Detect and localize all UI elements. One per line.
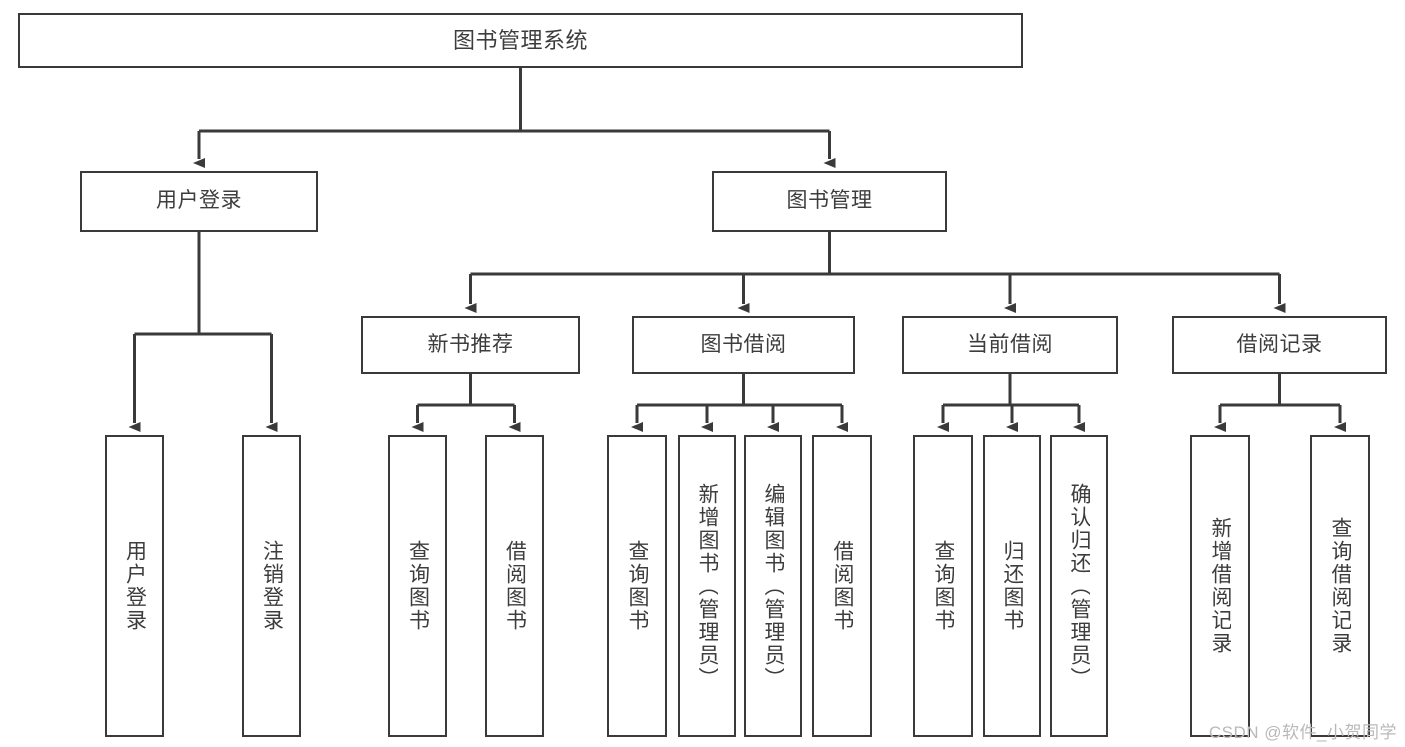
node-root[interactable]: 图书管理系统: [18, 13, 1023, 68]
node-label: 新增借阅记录: [1209, 517, 1232, 655]
node-book-mgmt[interactable]: 图书管理: [712, 171, 947, 232]
node-label: 借阅记录: [1236, 332, 1323, 356]
node-leaf-add-rec[interactable]: 新增借阅记录: [1190, 435, 1250, 737]
node-leaf-borrow-2[interactable]: 借阅图书: [812, 435, 872, 737]
node-label: 借阅图书: [503, 540, 526, 632]
node-label: 注销登录: [260, 540, 283, 632]
node-current-borrow[interactable]: 当前借阅: [902, 316, 1118, 374]
node-label: 图书管理系统: [452, 27, 588, 53]
node-label: 编辑图书（管理员）: [762, 482, 785, 690]
node-leaf-add-book[interactable]: 新增图书（管理员）: [678, 435, 736, 737]
node-book-borrow[interactable]: 图书借阅: [632, 316, 855, 374]
watermark-text: CSDN @软件_小贺同学: [1208, 723, 1397, 742]
node-leaf-edit-book[interactable]: 编辑图书（管理员）: [744, 435, 802, 737]
node-label: 新增图书（管理员）: [696, 482, 719, 690]
node-new-book-rec[interactable]: 新书推荐: [361, 316, 580, 374]
node-label: 图书管理: [786, 189, 873, 213]
node-label: 查询借阅记录: [1329, 517, 1352, 655]
node-label: 用户登录: [123, 540, 146, 632]
node-borrow-record[interactable]: 借阅记录: [1172, 316, 1387, 374]
node-label: 确认归还（管理员）: [1068, 482, 1091, 690]
node-label: 新书推荐: [427, 332, 514, 356]
node-user-login[interactable]: 用户登录: [80, 171, 318, 232]
node-leaf-return[interactable]: 归还图书: [983, 435, 1041, 737]
node-label: 图书借阅: [700, 332, 787, 356]
node-label: 用户登录: [156, 189, 242, 213]
node-label: 当前借阅: [967, 332, 1053, 356]
node-leaf-query-2[interactable]: 查询图书: [607, 435, 667, 737]
node-label: 借阅图书: [831, 540, 854, 632]
node-label: 查询图书: [626, 540, 649, 632]
node-leaf-user-login[interactable]: 用户登录: [105, 435, 164, 737]
node-leaf-logout[interactable]: 注销登录: [242, 435, 301, 737]
node-label: 查询图书: [406, 540, 429, 632]
node-leaf-query-3[interactable]: 查询图书: [913, 435, 973, 737]
node-leaf-query-rec[interactable]: 查询借阅记录: [1310, 435, 1370, 737]
node-leaf-query-1[interactable]: 查询图书: [388, 435, 447, 737]
node-label: 归还图书: [1001, 540, 1024, 632]
node-leaf-confirm[interactable]: 确认归还（管理员）: [1050, 435, 1108, 737]
node-label: 查询图书: [932, 540, 955, 632]
node-leaf-borrow-1[interactable]: 借阅图书: [485, 435, 544, 737]
